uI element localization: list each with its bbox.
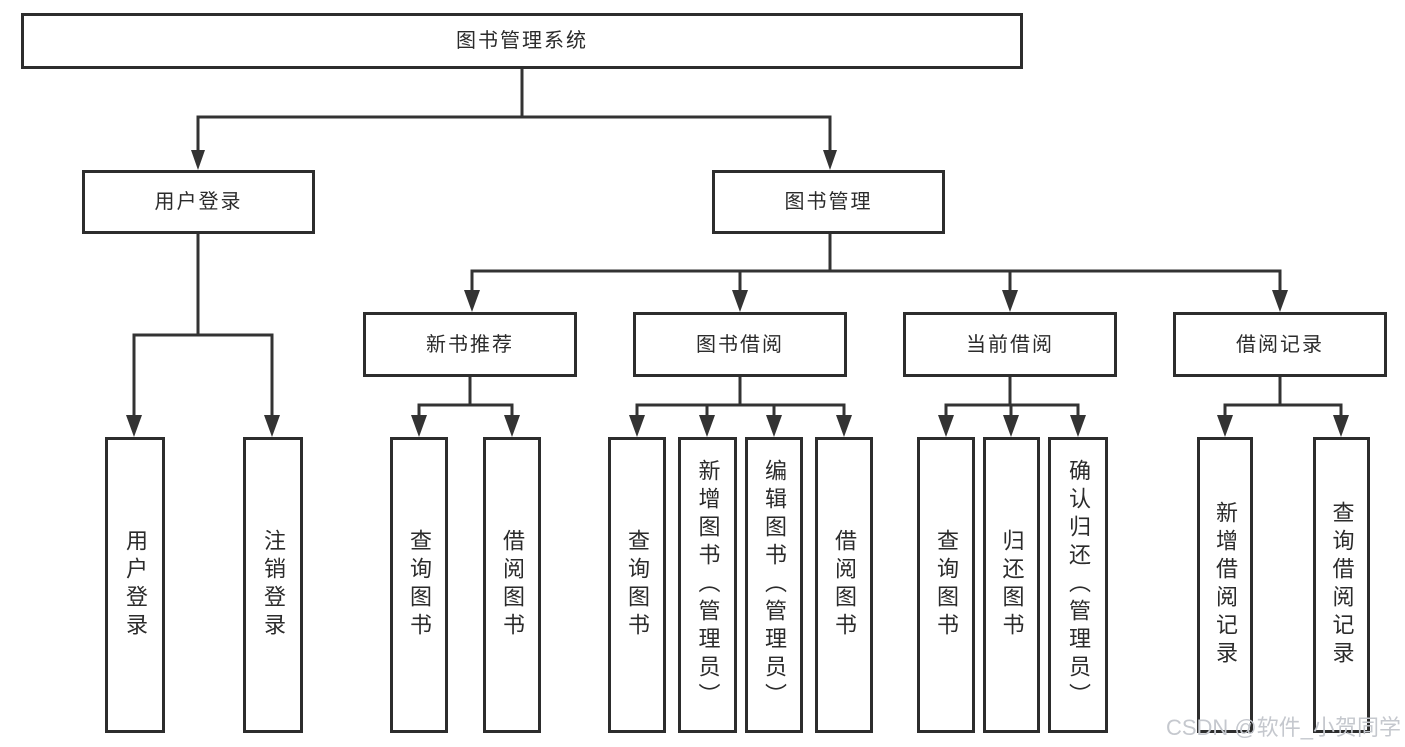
watermark: CSDN @软件_小贺同学 — [1165, 715, 1401, 740]
node-confirm-return-admin: 确认归还（管理员） — [1048, 437, 1108, 733]
node-label: 查询图书 — [407, 529, 432, 641]
node-add-book-admin: 新增图书（管理员） — [678, 437, 737, 733]
node-label: 归还图书 — [999, 529, 1025, 641]
node-book-management: 图书管理 — [712, 170, 945, 234]
node-query-borrow-record: 查询借阅记录 — [1313, 437, 1370, 733]
node-user-login: 用户登录 — [82, 170, 315, 234]
node-label: 当前借阅 — [966, 333, 1054, 356]
node-query-books-3: 查询图书 — [917, 437, 975, 733]
node-label: 图书借阅 — [696, 333, 784, 356]
node-borrow-books-2: 借阅图书 — [815, 437, 873, 733]
node-add-borrow-record: 新增借阅记录 — [1197, 437, 1253, 733]
node-label: 新增借阅记录 — [1213, 501, 1238, 669]
node-return-book: 归还图书 — [983, 437, 1040, 733]
node-label: 查询图书 — [934, 529, 959, 641]
node-label: 查询图书 — [625, 529, 650, 641]
node-new-book-recommend: 新书推荐 — [363, 312, 577, 377]
node-label: 编辑图书（管理员） — [762, 459, 787, 711]
node-edit-book-admin: 编辑图书（管理员） — [745, 437, 803, 733]
node-query-books-1: 查询图书 — [390, 437, 448, 733]
node-label: 查询借阅记录 — [1329, 501, 1355, 669]
node-label: 借阅图书 — [500, 529, 525, 641]
node-current-borrow: 当前借阅 — [903, 312, 1117, 377]
node-label: 用户登录 — [154, 191, 243, 213]
node-label: 新增图书（管理员） — [695, 459, 721, 711]
node-book-borrow: 图书借阅 — [633, 312, 847, 377]
node-label: 新书推荐 — [426, 333, 514, 356]
node-user-login-action: 用户登录 — [105, 437, 165, 733]
node-label: 借阅记录 — [1236, 333, 1324, 356]
node-borrow-books-1: 借阅图书 — [483, 437, 541, 733]
node-borrow-records: 借阅记录 — [1173, 312, 1387, 377]
node-root: 图书管理系统 — [21, 13, 1023, 69]
node-label: 确认归还（管理员） — [1066, 459, 1091, 711]
node-label: 借阅图书 — [832, 529, 857, 641]
node-logout: 注销登录 — [243, 437, 303, 733]
node-label: 图书管理系统 — [456, 30, 588, 52]
node-label: 用户登录 — [123, 529, 148, 641]
node-label: 图书管理 — [784, 191, 873, 213]
node-query-books-2: 查询图书 — [608, 437, 666, 733]
node-label: 注销登录 — [261, 529, 286, 641]
